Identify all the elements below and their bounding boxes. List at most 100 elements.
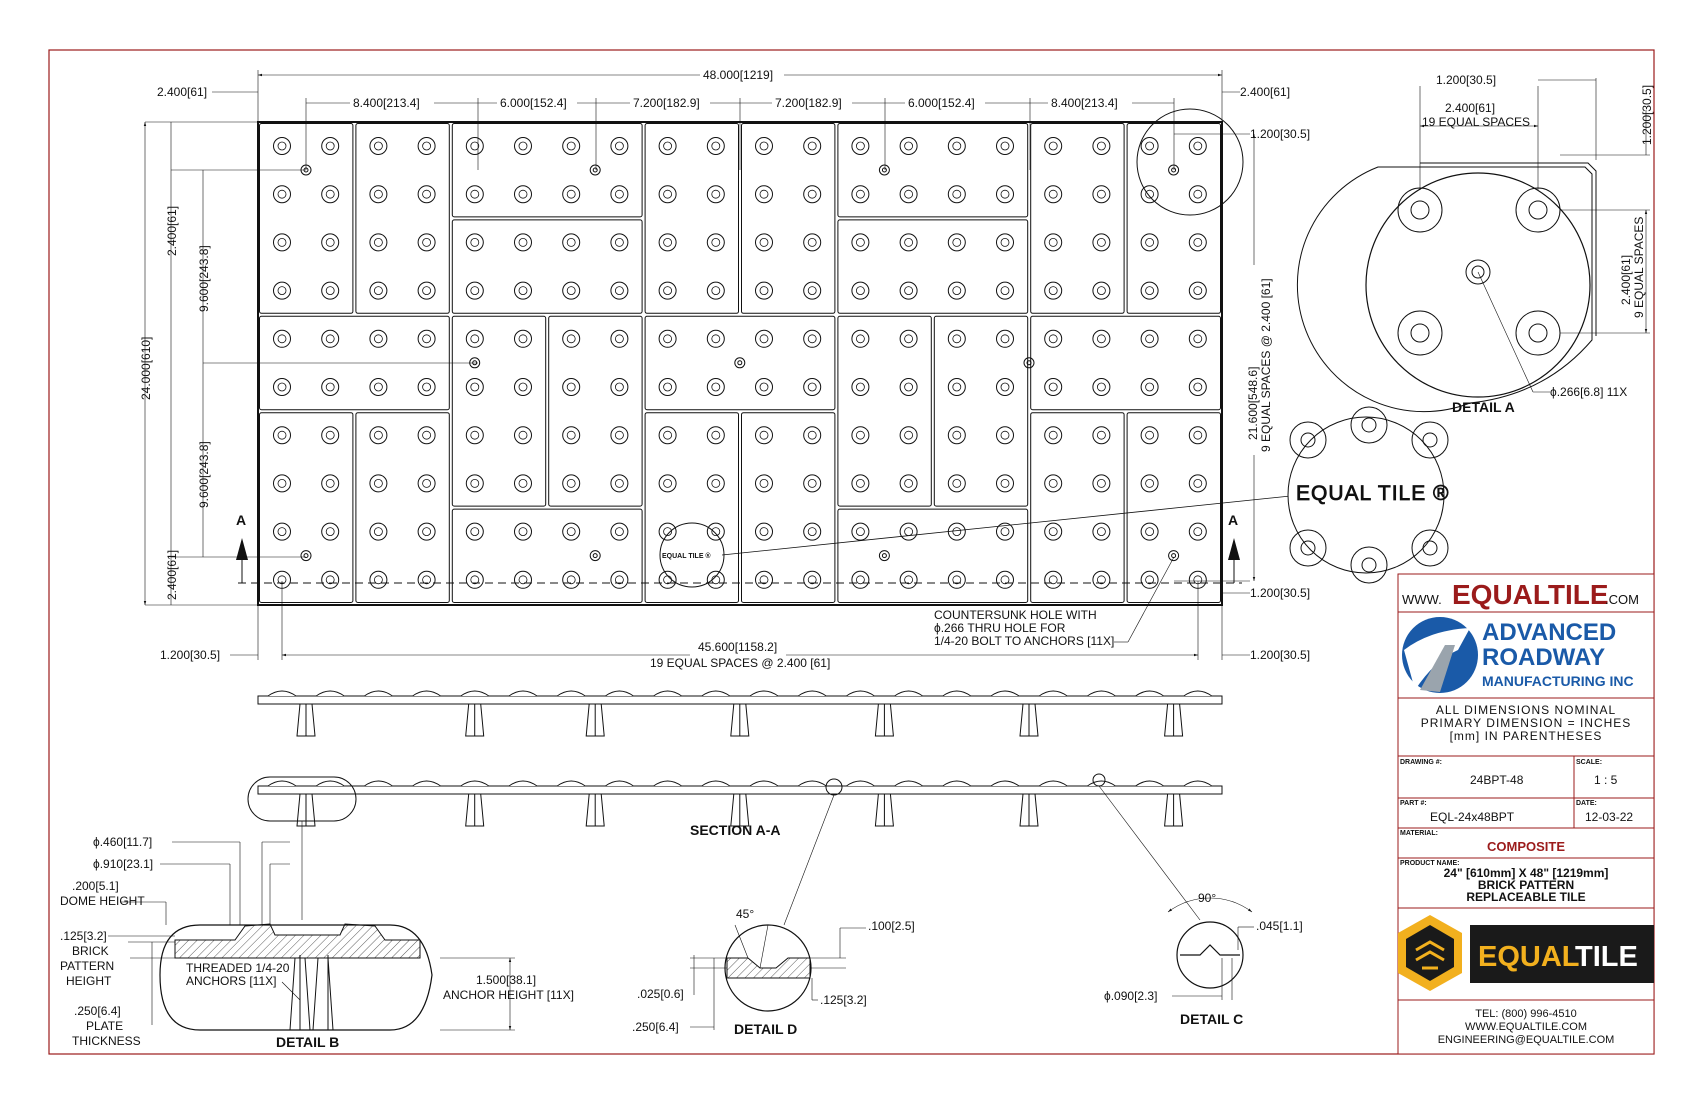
dome [1044, 522, 1063, 541]
anchor [585, 703, 605, 737]
dome [1044, 378, 1063, 396]
dome [417, 233, 436, 252]
dome [658, 378, 677, 396]
detail-a-top-offset: 1.200[30.5] [1436, 73, 1496, 87]
brick-panel [741, 123, 836, 314]
dome [562, 522, 581, 541]
dome [1140, 329, 1159, 348]
dome [1140, 281, 1159, 300]
dome [755, 474, 773, 493]
dome [1140, 426, 1159, 445]
section-arrow-right [1228, 538, 1240, 560]
dome [514, 185, 532, 204]
brick-panel [741, 412, 836, 604]
dome [1188, 329, 1207, 348]
dome [273, 233, 291, 252]
dome [658, 137, 677, 155]
dome [562, 426, 581, 445]
dome [851, 329, 870, 348]
part-label: PART #: [1400, 800, 1427, 807]
logo-word-1: EQUAL [1478, 941, 1580, 973]
dome-profile [412, 780, 441, 787]
dome [465, 474, 484, 493]
note-line1: ALL DIMENSIONS NOMINAL [1436, 703, 1616, 717]
dome [1188, 233, 1207, 252]
dim-bottom-right-offset: 1.200[30.5] [1250, 648, 1310, 662]
dome-profile [605, 780, 634, 787]
sheet-border [48, 49, 1655, 1055]
dome [658, 570, 677, 589]
brick-panel [1030, 412, 1125, 604]
dome [658, 233, 677, 252]
detail-b-brick-1: .125[3.2] [60, 929, 107, 943]
brick-panel [837, 123, 1029, 218]
detail-b-plate-3: THICKNESS [72, 1034, 141, 1048]
detail-a-callout-circle [1136, 108, 1244, 216]
dome [321, 185, 340, 204]
dome [321, 522, 340, 541]
product-label: PRODUCT NAME: [1400, 860, 1460, 867]
dim-seg4: 7.200[182.9] [775, 96, 842, 110]
dome [610, 137, 629, 155]
dome [755, 233, 773, 252]
detail-b-brick-2: BRICK [72, 944, 109, 958]
dome [321, 137, 340, 155]
advanced-roadway-logo [1402, 617, 1478, 693]
product-line3: REPLACEABLE TILE [1466, 890, 1585, 904]
dim-right-end: 2.400[61] [1240, 85, 1290, 99]
anchor [296, 793, 316, 827]
dome [899, 522, 918, 541]
dome [273, 474, 291, 493]
section-a-a: SECTION A-A [247, 773, 1223, 926]
dome [1044, 474, 1063, 493]
dome [899, 426, 918, 445]
dome [658, 281, 677, 300]
dome [851, 185, 870, 204]
brick-panel [355, 123, 450, 314]
dome-profile [267, 690, 297, 697]
dome [899, 137, 918, 155]
dome [755, 185, 773, 204]
dome-profile [1183, 780, 1213, 787]
dome [947, 329, 966, 348]
dome [562, 329, 581, 348]
dome-profile [701, 690, 731, 697]
dome [514, 474, 532, 493]
dome [562, 233, 581, 252]
dome [658, 329, 677, 348]
dome [1092, 426, 1111, 445]
detail-b-dome-height-1: .200[5.1] [72, 879, 119, 893]
detail-a-right-offset: 1.200[30.5] [1640, 85, 1654, 145]
dim-overall-height: 24.000[610] [139, 337, 153, 400]
dome [417, 522, 436, 541]
dome-profile [315, 690, 345, 697]
dome [1044, 137, 1063, 155]
detail-b-anchor-height-2: ANCHOR HEIGHT [11X] [443, 988, 574, 1002]
brick-panel [259, 412, 354, 604]
dome [755, 378, 773, 396]
dome [1092, 570, 1111, 589]
dome-profile [653, 780, 682, 787]
dome [514, 233, 532, 252]
dome [1140, 378, 1159, 396]
dome [1092, 137, 1111, 155]
anchor [585, 793, 605, 827]
dome [996, 474, 1014, 493]
dome [514, 522, 532, 541]
brick-panel [355, 412, 450, 604]
dome [1092, 185, 1111, 204]
detail-a-title: DETAIL A [1452, 399, 1515, 415]
dome [610, 329, 629, 348]
countersunk-hole [1168, 550, 1180, 562]
dome [851, 281, 870, 300]
dome [706, 329, 725, 348]
logo-word-2: TILE [1575, 941, 1638, 973]
dome-profile [894, 690, 923, 697]
dome [899, 185, 918, 204]
dome [851, 137, 870, 155]
dome [369, 474, 388, 493]
dome [417, 474, 436, 493]
dome [706, 185, 725, 204]
anchor [465, 793, 485, 827]
